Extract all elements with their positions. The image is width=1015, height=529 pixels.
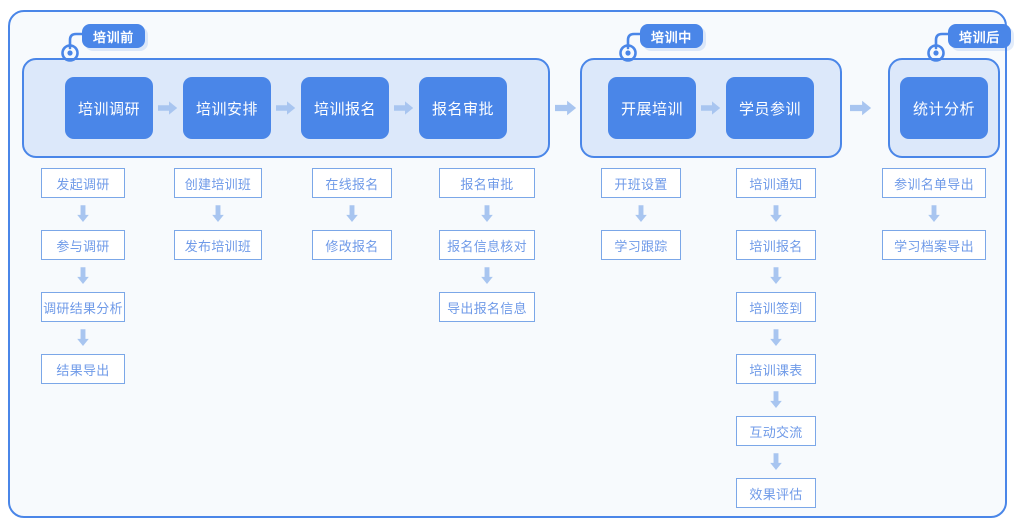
arrow-down-icon [77,329,89,347]
arrow-down-icon [212,205,224,223]
sub-step-box[interactable]: 报名信息核对 [439,230,535,260]
sub-step-box[interactable]: 互动交流 [736,416,816,446]
sub-step-arrow-down [767,198,785,230]
phase-group-3: 统计分析 培训后 [888,24,1011,158]
sub-step-arrow-down [478,198,496,230]
arrow-down-icon [928,205,940,223]
stage-box[interactable]: 学员参训 [726,77,814,139]
sub-step-box[interactable]: 效果评估 [736,478,816,508]
stage-box[interactable]: 统计分析 [900,77,988,139]
stage-arrow-right [389,77,419,139]
sub-step-column-1: 发起调研参与调研调研结果分析结果导出 [41,168,125,384]
sub-step-column-2: 创建培训班发布培训班 [174,168,262,260]
sub-step-box[interactable]: 学习档案导出 [882,230,986,260]
arrow-down-icon [770,205,782,223]
arrow-down-icon [770,267,782,285]
phase-stage-list: 培训调研培训安排培训报名报名审批 [24,60,548,156]
stage-arrow-right [271,77,301,139]
sub-step-box[interactable]: 培训签到 [736,292,816,322]
sub-step-box[interactable]: 培训通知 [736,168,816,198]
sub-step-arrow-down [74,322,92,354]
arrow-right-icon [701,101,721,115]
sub-step-column-3: 在线报名修改报名 [312,168,392,260]
stage-box[interactable]: 培训报名 [301,77,389,139]
stage-box[interactable]: 培训安排 [183,77,271,139]
phase-group-row: 培训调研培训安排培训报名报名审批 培训前开展培训学员参训 培训中统计分析 培训后 [0,24,1015,158]
tag-hook-icon [61,30,90,62]
sub-step-arrow-down [74,198,92,230]
arrow-right-icon [850,100,872,116]
arrow-right-icon [158,101,178,115]
sub-step-arrow-down [767,446,785,478]
arrow-right-icon [276,101,296,115]
arrow-down-icon [77,267,89,285]
sub-step-box[interactable]: 创建培训班 [174,168,262,198]
sub-step-columns: 发起调研参与调研调研结果分析结果导出创建培训班发布培训班在线报名修改报名报名审批… [0,168,1015,523]
sub-step-arrow-down [632,198,650,230]
arrow-down-icon [481,267,493,285]
sub-step-box[interactable]: 调研结果分析 [41,292,125,322]
arrow-down-icon [770,329,782,347]
phase-group-arrow-1 [553,98,579,118]
sub-step-box[interactable]: 发起调研 [41,168,125,198]
sub-step-arrow-down [478,260,496,292]
sub-step-box[interactable]: 发布培训班 [174,230,262,260]
phase-group-1: 培训调研培训安排培训报名报名审批 培训前 [22,24,550,158]
arrow-down-icon [77,205,89,223]
tag-hook-icon [50,22,110,78]
arrow-right-icon [394,101,414,115]
stage-arrow-right [696,77,726,139]
sub-step-box[interactable]: 培训报名 [736,230,816,260]
phase-tag: 培训前 [50,22,220,78]
sub-step-box[interactable]: 学习跟踪 [601,230,681,260]
arrow-down-icon [481,205,493,223]
sub-step-box[interactable]: 参与调研 [41,230,125,260]
sub-step-column-7: 参训名单导出学习档案导出 [882,168,986,260]
sub-step-arrow-down [74,260,92,292]
sub-step-column-6: 培训通知培训报名培训签到培训课表互动交流效果评估 [736,168,816,508]
arrow-down-icon [346,205,358,223]
stage-box[interactable]: 开展培训 [608,77,696,139]
arrow-right-icon [555,100,577,116]
sub-step-column-5: 开班设置学习跟踪 [601,168,681,260]
phase-stage-list: 统计分析 [890,60,998,156]
sub-step-arrow-down [925,198,943,230]
phase-group-arrow-2 [848,98,874,118]
phase-tag: 培训中 [608,22,778,78]
arrow-down-icon [770,453,782,471]
sub-step-box[interactable]: 参训名单导出 [882,168,986,198]
sub-step-column-4: 报名审批报名信息核对导出报名信息 [439,168,535,322]
sub-step-arrow-down [209,198,227,230]
sub-step-box[interactable]: 结果导出 [41,354,125,384]
phase-tag-label[interactable]: 培训中 [640,24,703,48]
stage-box[interactable]: 报名审批 [419,77,507,139]
phase-stage-list: 开展培训学员参训 [582,60,840,156]
phase-tag-label[interactable]: 培训后 [948,24,1011,48]
phase-tag: 培训后 [916,22,1015,78]
sub-step-box[interactable]: 开班设置 [601,168,681,198]
sub-step-box[interactable]: 修改报名 [312,230,392,260]
arrow-down-icon [770,391,782,409]
phase-tag-label[interactable]: 培训前 [82,24,145,48]
phase-group-2: 开展培训学员参训 培训中 [580,24,842,158]
sub-step-box[interactable]: 报名审批 [439,168,535,198]
sub-step-box[interactable]: 在线报名 [312,168,392,198]
sub-step-box[interactable]: 培训课表 [736,354,816,384]
sub-step-box[interactable]: 导出报名信息 [439,292,535,322]
arrow-down-icon [635,205,647,223]
stage-arrow-right [153,77,183,139]
sub-step-arrow-down [767,260,785,292]
sub-step-arrow-down [767,384,785,416]
sub-step-arrow-down [343,198,361,230]
stage-box[interactable]: 培训调研 [65,77,153,139]
sub-step-arrow-down [767,322,785,354]
